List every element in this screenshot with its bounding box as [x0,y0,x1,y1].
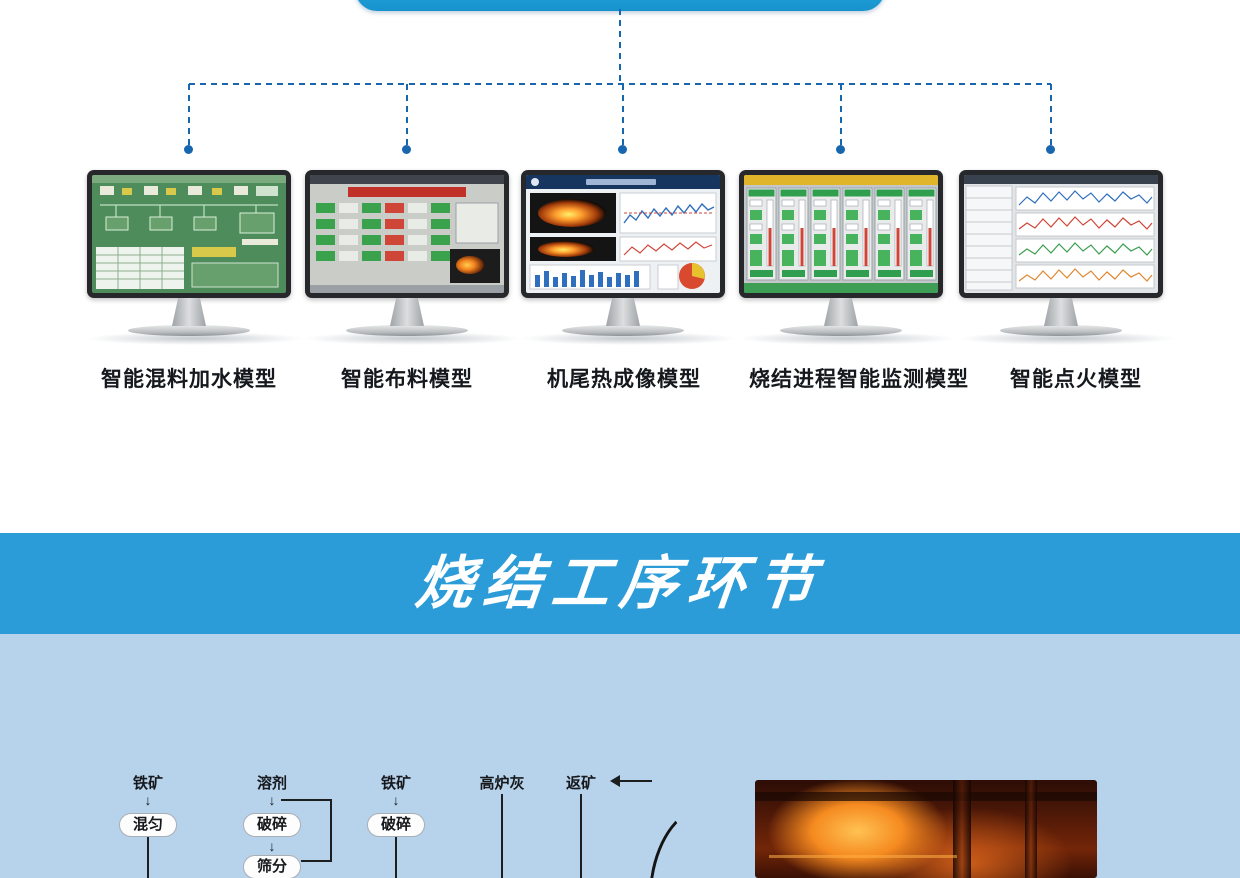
monitor-frame [305,170,509,298]
monitor-base [128,325,250,336]
flow-step-screening: 筛分 [243,855,301,878]
sinter-plant-photo [755,780,1097,878]
flow-recycle-stub [301,860,332,862]
connector-line-horizontal [189,83,1051,85]
connector-line-2 [406,84,408,146]
connector-dot-3 [618,145,627,154]
connector-line-3 [622,84,624,146]
connector-line-4 [840,84,842,146]
connector-line-center [619,9,621,85]
flow-step-crushing-1: 破碎 [243,813,301,837]
connector-dot-1 [184,145,193,154]
flow-line [395,837,397,878]
photo-pipe [953,780,972,878]
monitor-label-ignition: 智能点火模型 [1010,368,1142,391]
monitor-label-thermal-imaging: 机尾热成像模型 [547,368,701,391]
monitor-frame [521,170,725,298]
screen-gray-scada-thermal [310,175,504,293]
monitor-base [780,325,902,336]
flow-step-crushing-2: 破碎 [367,813,425,837]
monitor-frame [87,170,291,298]
flow-line [501,794,503,878]
flow-down-arrow: ↓ [144,792,152,808]
flow-left-arrow-icon [610,775,620,787]
flow-source-return-fines: 返矿 [565,775,596,792]
section-title: 烧结工序环节 [412,551,828,616]
flow-down-arrow: ↓ [268,792,276,808]
connector-dot-4 [836,145,845,154]
monitor-stand [390,298,424,326]
connector-line-1 [188,84,190,146]
flow-recycle-bracket [281,799,332,862]
flow-step-mixing: 混匀 [119,813,177,837]
monitor-shadow [521,332,737,345]
photo-beam [755,792,1097,801]
screen-monitoring-panels [744,175,938,293]
flow-source-flux: 溶剂 [256,775,287,792]
monitor-material-distribution [305,170,521,345]
monitor-label-mixing-water: 智能混料加水模型 [101,368,277,391]
monitor-stand [606,298,640,326]
monitor-base [346,325,468,336]
monitor-label-material-distribution: 智能布料模型 [341,368,473,391]
flow-source-bf-dust: 高炉灰 [479,775,525,792]
flow-line [147,837,149,878]
flow-source-iron-ore-2: 铁矿 [380,775,411,792]
connector-dot-5 [1046,145,1055,154]
monitor-frame [959,170,1163,298]
screen-trend-dashboard [964,175,1158,293]
monitor-process-monitoring [739,170,955,345]
photo-pipe [1025,780,1038,878]
section-title-banner: 烧结工序环节 [0,533,1240,634]
monitor-shadow [959,332,1175,345]
top-pill-banner [355,0,885,11]
monitor-shadow [305,332,521,345]
flow-down-arrow: ↓ [392,792,400,808]
flow-source-iron-ore-1: 铁矿 [132,775,163,792]
screen-thermal-imaging-dashboard [526,175,720,293]
monitor-mixing-water [87,170,303,345]
flow-down-arrow: ↓ [268,838,276,854]
connector-dot-2 [402,145,411,154]
screen-green-scada [92,175,286,293]
monitor-stand [172,298,206,326]
flow-return-line [620,780,652,782]
monitor-label-process-monitoring: 烧结进程智能监测模型 [749,368,969,391]
monitor-base [1000,325,1122,336]
monitor-stand [1044,298,1078,326]
photo-glow-rail [768,855,957,858]
monitor-stand [824,298,858,326]
flow-line [580,794,582,878]
monitor-shadow [739,332,955,345]
connector-line-5 [1050,84,1052,146]
monitor-frame [739,170,943,298]
monitor-thermal-imaging [521,170,737,345]
monitor-ignition [959,170,1175,345]
monitor-shadow [87,332,303,345]
monitor-base [562,325,684,336]
